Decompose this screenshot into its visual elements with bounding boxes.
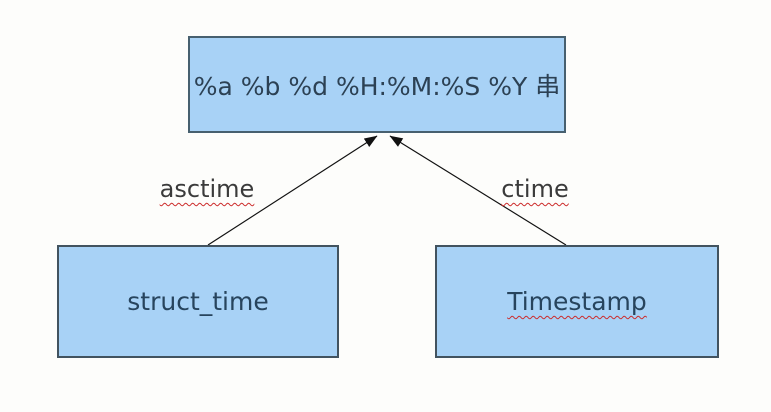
node-format-string: %a %b %d %H:%M:%S %Y 串 <box>188 36 566 133</box>
edge-label-asctime: asctime <box>159 175 255 203</box>
edge-label-ctime: ctime <box>501 175 569 203</box>
node-format-string-label: %a %b %d %H:%M:%S %Y 串 <box>193 71 561 101</box>
node-struct-time: struct_time <box>57 245 339 358</box>
node-timestamp-label: Timestamp <box>507 287 647 316</box>
node-struct-time-label: struct_time <box>127 287 269 316</box>
node-timestamp: Timestamp <box>435 245 719 358</box>
